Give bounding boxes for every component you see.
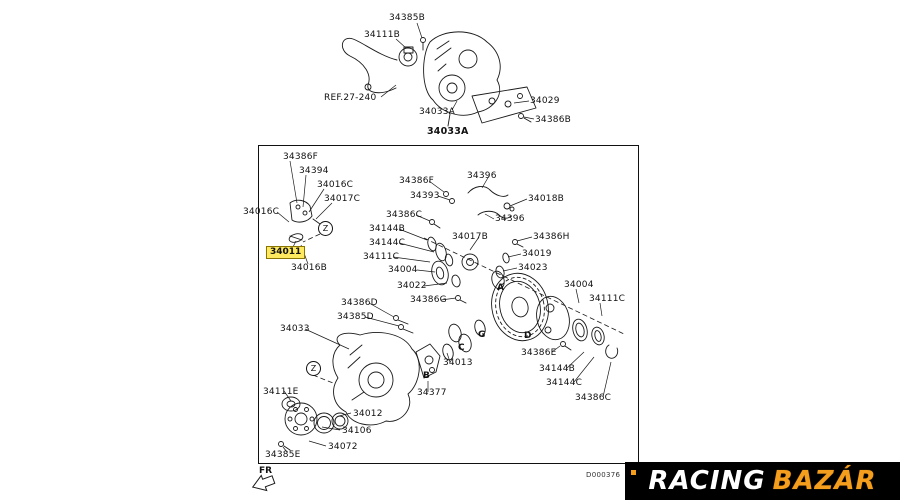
point-marker: B [423, 371, 430, 381]
part-label: 34017C [324, 194, 361, 204]
point-marker: C [458, 343, 465, 353]
part-label: 34386C [386, 210, 423, 220]
brand-word-racing: RACING [648, 466, 766, 496]
part-label: 34386D [341, 298, 378, 308]
part-label: 34004 [564, 280, 594, 290]
part-label: 34022 [397, 281, 427, 291]
point-marker: G [478, 330, 486, 340]
part-label: 34016C [317, 180, 354, 190]
part-label: 34016C [243, 207, 280, 217]
detail-box-border [258, 145, 639, 464]
part-label: 34385E [265, 450, 301, 460]
part-label: 34111E [263, 387, 299, 397]
part-label: 34396 [495, 214, 525, 224]
point-marker: A [497, 283, 504, 293]
part-label: 34072 [328, 442, 358, 452]
view-marker-z: Z [306, 361, 321, 376]
part-label: 34144B [539, 364, 576, 374]
part-label: 34012 [353, 409, 383, 419]
part-label: 34111C [363, 252, 400, 262]
axis-dash-lines [302, 233, 625, 384]
part-label: 34386G [410, 295, 447, 305]
logo-accent-square [631, 470, 636, 475]
part-label: 34018B [528, 194, 565, 204]
part-label: 34017B [452, 232, 489, 242]
part-label: 34106 [342, 426, 372, 436]
part-label: 34033 [280, 324, 310, 334]
box-title: 34033A [427, 126, 469, 137]
part-label: 34386H [533, 232, 570, 242]
part-label: 34386B [535, 115, 572, 125]
part-label: 34386C [575, 393, 612, 403]
part-label: 34386F [283, 152, 319, 162]
part-label: 34013 [443, 358, 473, 368]
part-label: 34023 [518, 263, 548, 273]
highlighted-part-label[interactable]: 34011 [266, 246, 306, 259]
top-assembly-art [342, 31, 537, 127]
part-label: 34377 [417, 388, 447, 398]
brand-logo: RACING BAZÁR [625, 462, 900, 500]
fr-arrow-icon [251, 474, 276, 492]
ref-label: REF.27-240 [324, 93, 377, 103]
fr-direction-label: FR [259, 466, 273, 476]
view-marker-z: Z [318, 221, 333, 236]
part-label: 34029 [530, 96, 560, 106]
brand-word-bazar: BAZÁR [772, 466, 877, 496]
part-label: 34396 [467, 171, 497, 181]
part-label: 34004 [388, 265, 418, 275]
part-label: 34111B [364, 30, 401, 40]
part-label: 34144C [546, 378, 583, 388]
part-label: 34385D [337, 312, 374, 322]
part-label: 34386F [399, 176, 435, 186]
part-label: 34111C [589, 294, 626, 304]
part-label: 34386E [521, 348, 557, 358]
part-label: 34144B [369, 224, 406, 234]
part-label: 34144C [369, 238, 406, 248]
part-label: 34019 [522, 249, 552, 259]
part-label: 34394 [299, 166, 329, 176]
part-label: 34385B [389, 13, 426, 23]
part-label: 34033A [419, 107, 455, 117]
drawing-code: D000376 [586, 471, 621, 479]
part-label: 34016B [291, 263, 328, 273]
part-label: 34393 [410, 191, 440, 201]
point-marker: D [524, 331, 532, 341]
box-assembly-art [278, 186, 619, 451]
